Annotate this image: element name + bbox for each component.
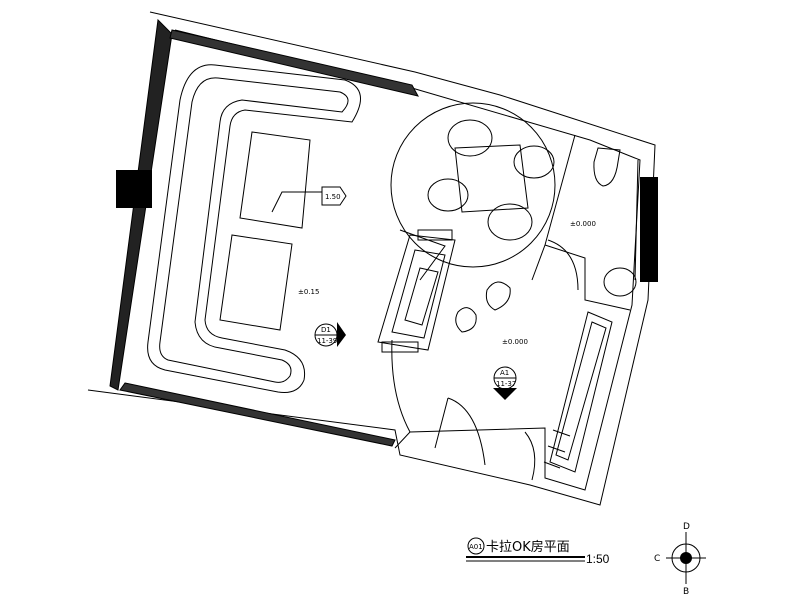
exterior-wall-outline xyxy=(87,11,656,506)
outer-walls xyxy=(87,11,656,506)
closet-hatch-1 xyxy=(552,429,571,437)
d1-sheet: 11-39 xyxy=(317,337,337,345)
bottom-wall-band xyxy=(119,382,396,447)
door-bottom-leaf xyxy=(434,397,449,449)
console-inner xyxy=(391,249,446,339)
console-cap-bottom xyxy=(381,341,419,353)
title-code-circle xyxy=(467,537,485,555)
right-column xyxy=(640,177,658,282)
d1-arrow xyxy=(337,322,346,347)
bathroom xyxy=(531,134,637,473)
entry-elevation: ±0.000 xyxy=(502,338,528,346)
bath-door-swing xyxy=(547,239,579,291)
a1-label: A1 xyxy=(500,369,509,377)
stool-2 xyxy=(455,307,477,333)
closet-inner xyxy=(555,321,607,461)
closet-outer xyxy=(549,311,613,473)
ceiling-leader xyxy=(271,191,322,213)
compass-top: D xyxy=(683,522,690,532)
a1-arrow xyxy=(493,388,517,400)
d1-label: D1 xyxy=(321,326,331,334)
labels: 1.50 ±0.15 ±0.000 ±0.000 xyxy=(271,186,596,346)
compass-bottom: B xyxy=(683,587,689,597)
coffee-tables xyxy=(219,131,311,331)
tv-console xyxy=(377,229,456,353)
compass: D B C xyxy=(654,522,706,597)
stools xyxy=(455,281,511,333)
left-column xyxy=(116,170,152,208)
elevation-symbol-d1: D1 11-39 xyxy=(314,322,346,347)
stool-1 xyxy=(485,281,511,311)
sofa xyxy=(147,64,361,393)
dining-area xyxy=(390,102,556,281)
chair-right xyxy=(513,145,555,179)
chair-bottom xyxy=(487,203,533,241)
right-window-line xyxy=(634,159,639,281)
door-left-swing xyxy=(391,339,411,433)
bath-elevation: ±0.000 xyxy=(570,220,596,228)
closet-hatch-2 xyxy=(547,445,566,453)
console-screen xyxy=(404,267,439,326)
ceiling-tag xyxy=(321,186,347,206)
compass-left: C xyxy=(654,554,660,564)
door-bottom-swing xyxy=(447,397,486,466)
title-block: A01 卡拉OK房平面 1:50 xyxy=(466,537,610,566)
coffee-table-1 xyxy=(239,131,311,229)
sofa-inner xyxy=(159,77,349,383)
chair-left xyxy=(427,178,469,212)
top-wall-band xyxy=(169,29,419,97)
title-code: A01 xyxy=(469,543,483,551)
console-cap-top xyxy=(417,229,453,241)
chair-top xyxy=(447,119,493,157)
doors xyxy=(391,239,579,481)
a1-sheet: 11-37 xyxy=(496,380,516,388)
drawing-title: 卡拉OK房平面 xyxy=(486,539,570,555)
closet-hatch-3 xyxy=(543,461,561,469)
bath-wall-bottom xyxy=(544,244,631,311)
sofa-outer xyxy=(147,64,361,393)
interior-wall-outline xyxy=(174,29,641,491)
drawing-scale: 1:50 xyxy=(586,552,610,566)
elevation-symbol-a1: A1 11-37 xyxy=(493,366,517,400)
ceiling-height: 1.50 xyxy=(325,193,341,201)
lounge-elevation: ±0.15 xyxy=(298,288,319,296)
door-right-swing xyxy=(524,431,536,481)
toilet xyxy=(593,147,621,187)
coffee-table-2 xyxy=(219,234,293,331)
sink xyxy=(603,267,637,297)
console-outer xyxy=(377,234,456,351)
square-table xyxy=(454,144,529,213)
round-rug xyxy=(390,102,556,268)
columns xyxy=(116,170,658,282)
